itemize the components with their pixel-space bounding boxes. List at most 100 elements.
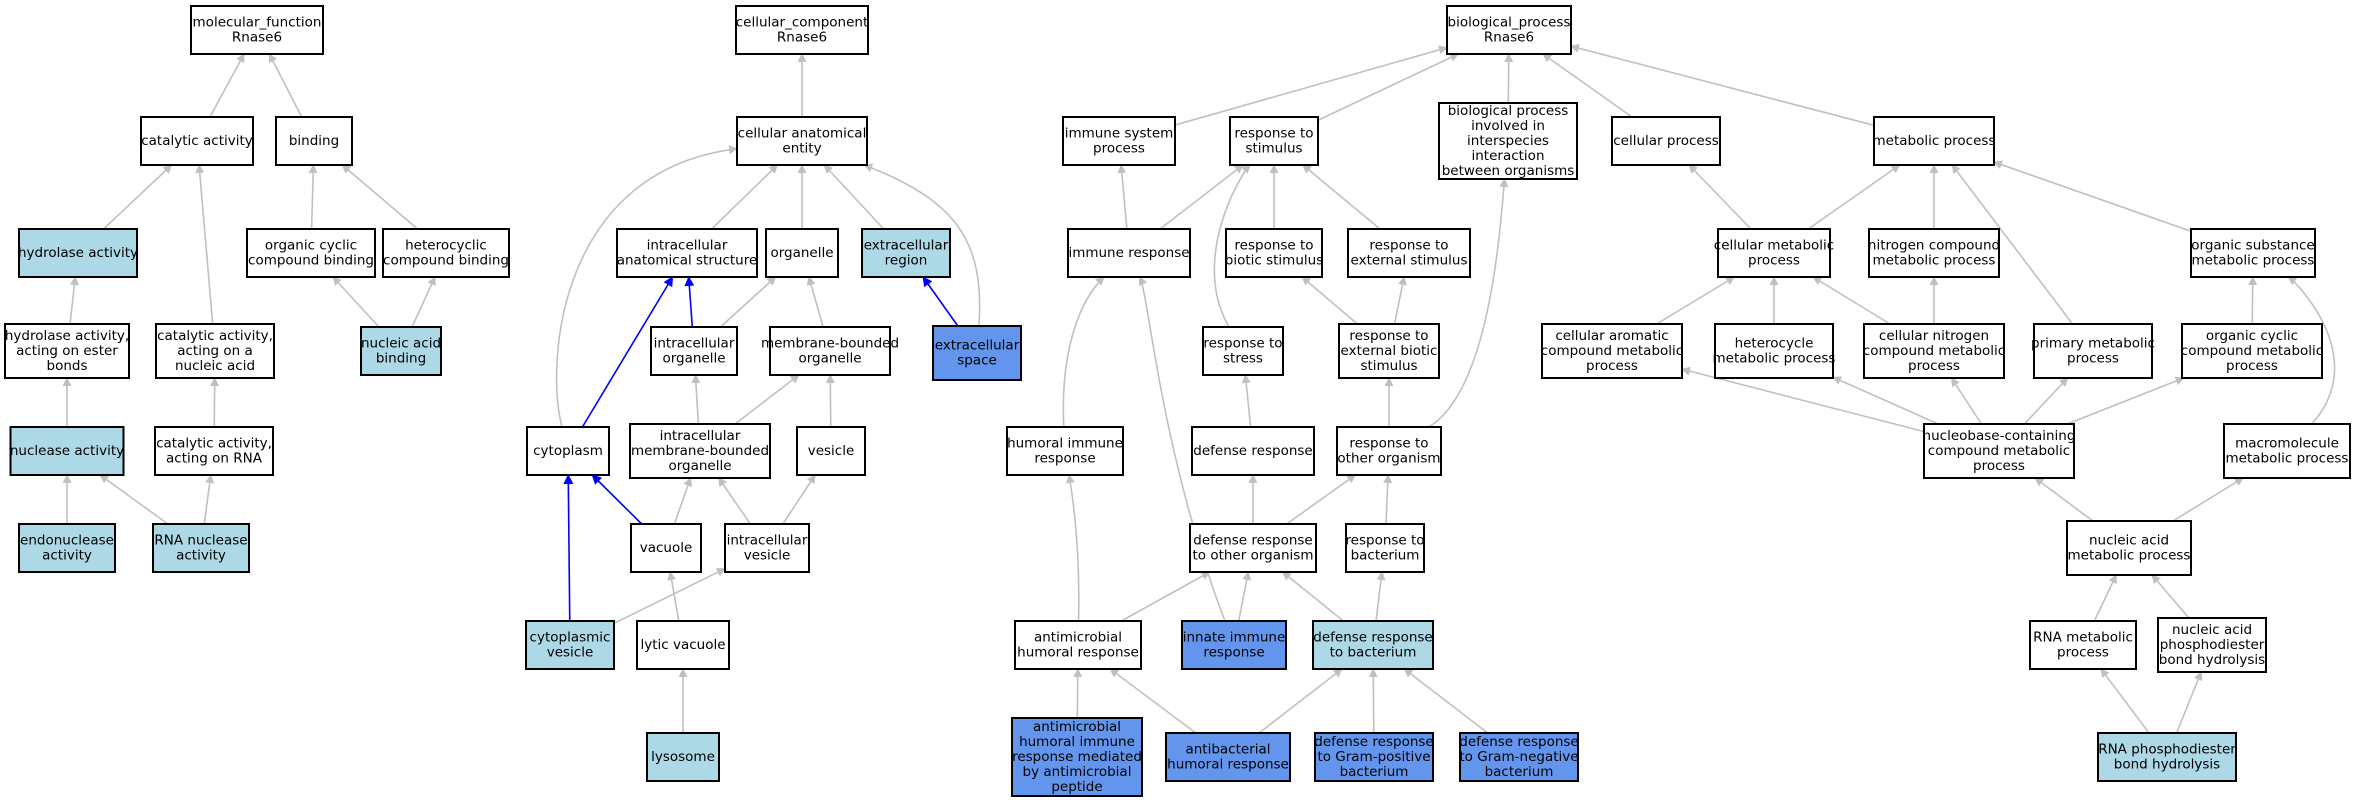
node-box <box>861 228 951 278</box>
node-label-line: humoral response <box>1167 757 1289 773</box>
node-label-line: vesicle <box>808 443 855 459</box>
go-term-node-org[interactable]: organelle <box>765 228 839 278</box>
edge-ir-to-isp <box>1117 164 1128 230</box>
node-label-line: defense response <box>1313 630 1432 646</box>
node-label-line: intracellular <box>647 238 728 254</box>
node-label-line: involved in <box>1471 118 1545 134</box>
node-label-line: immune response <box>1068 245 1189 261</box>
go-term-node-hyd[interactable]: hydrolase activity <box>18 228 138 278</box>
node-label-line: response to <box>1234 238 1313 254</box>
go-term-node-catrna[interactable]: catalytic activity,acting on RNA <box>154 426 274 476</box>
go-term-node-mp[interactable]: metabolic process <box>1873 116 1996 166</box>
node-box <box>154 426 274 476</box>
edge-drtgp-to-drtb <box>1368 668 1378 734</box>
node-box <box>796 426 866 476</box>
edge-ahr-to-hir <box>1065 474 1080 622</box>
node-label-line: antibacterial <box>1185 742 1270 758</box>
go-term-node-nuc[interactable]: nuclease activity <box>9 426 125 476</box>
node-label-line: process <box>1093 141 1145 157</box>
go-term-node-cp[interactable]: cellular process <box>1611 116 1721 166</box>
go-term-node-ves[interactable]: vesicle <box>796 426 866 476</box>
node-label-line: process <box>2067 351 2119 367</box>
node-box <box>1717 228 1831 278</box>
go-term-node-lyso[interactable]: lysosome <box>646 732 720 782</box>
node-box <box>1202 326 1284 376</box>
node-box <box>1611 116 1721 166</box>
node-label-line: peptide <box>1051 779 1102 795</box>
go-term-node-dr[interactable]: defense response <box>1191 426 1315 476</box>
go-term-node-vac[interactable]: vacuole <box>630 523 702 573</box>
go-term-node-bind[interactable]: binding <box>275 116 353 166</box>
node-label-line: region <box>885 253 928 269</box>
node-label-line: bacterium <box>1351 548 1420 564</box>
node-box <box>4 323 130 379</box>
go-term-node-cyto[interactable]: cytoplasm <box>526 426 610 476</box>
go-term-node-cat[interactable]: catalytic activity <box>140 116 254 166</box>
node-box <box>2066 520 2192 576</box>
node-label-line: organic cyclic <box>2206 328 2298 344</box>
edge-vac-to-imbo <box>673 477 693 525</box>
node-label-line: biological process <box>1448 103 1569 119</box>
node-box <box>526 426 610 476</box>
node-box <box>1191 426 1315 476</box>
node-label-line: intracellular <box>660 428 741 444</box>
go-term-node-lytv[interactable]: lytic vacuole <box>636 620 730 670</box>
node-label-line: response to <box>1369 238 1448 254</box>
edge-namp-to-mmp <box>2172 477 2244 522</box>
node-label-line: space <box>957 353 997 369</box>
node-label-line: external biotic <box>1341 343 1438 359</box>
go-term-node-ir[interactable]: immune response <box>1067 228 1191 278</box>
